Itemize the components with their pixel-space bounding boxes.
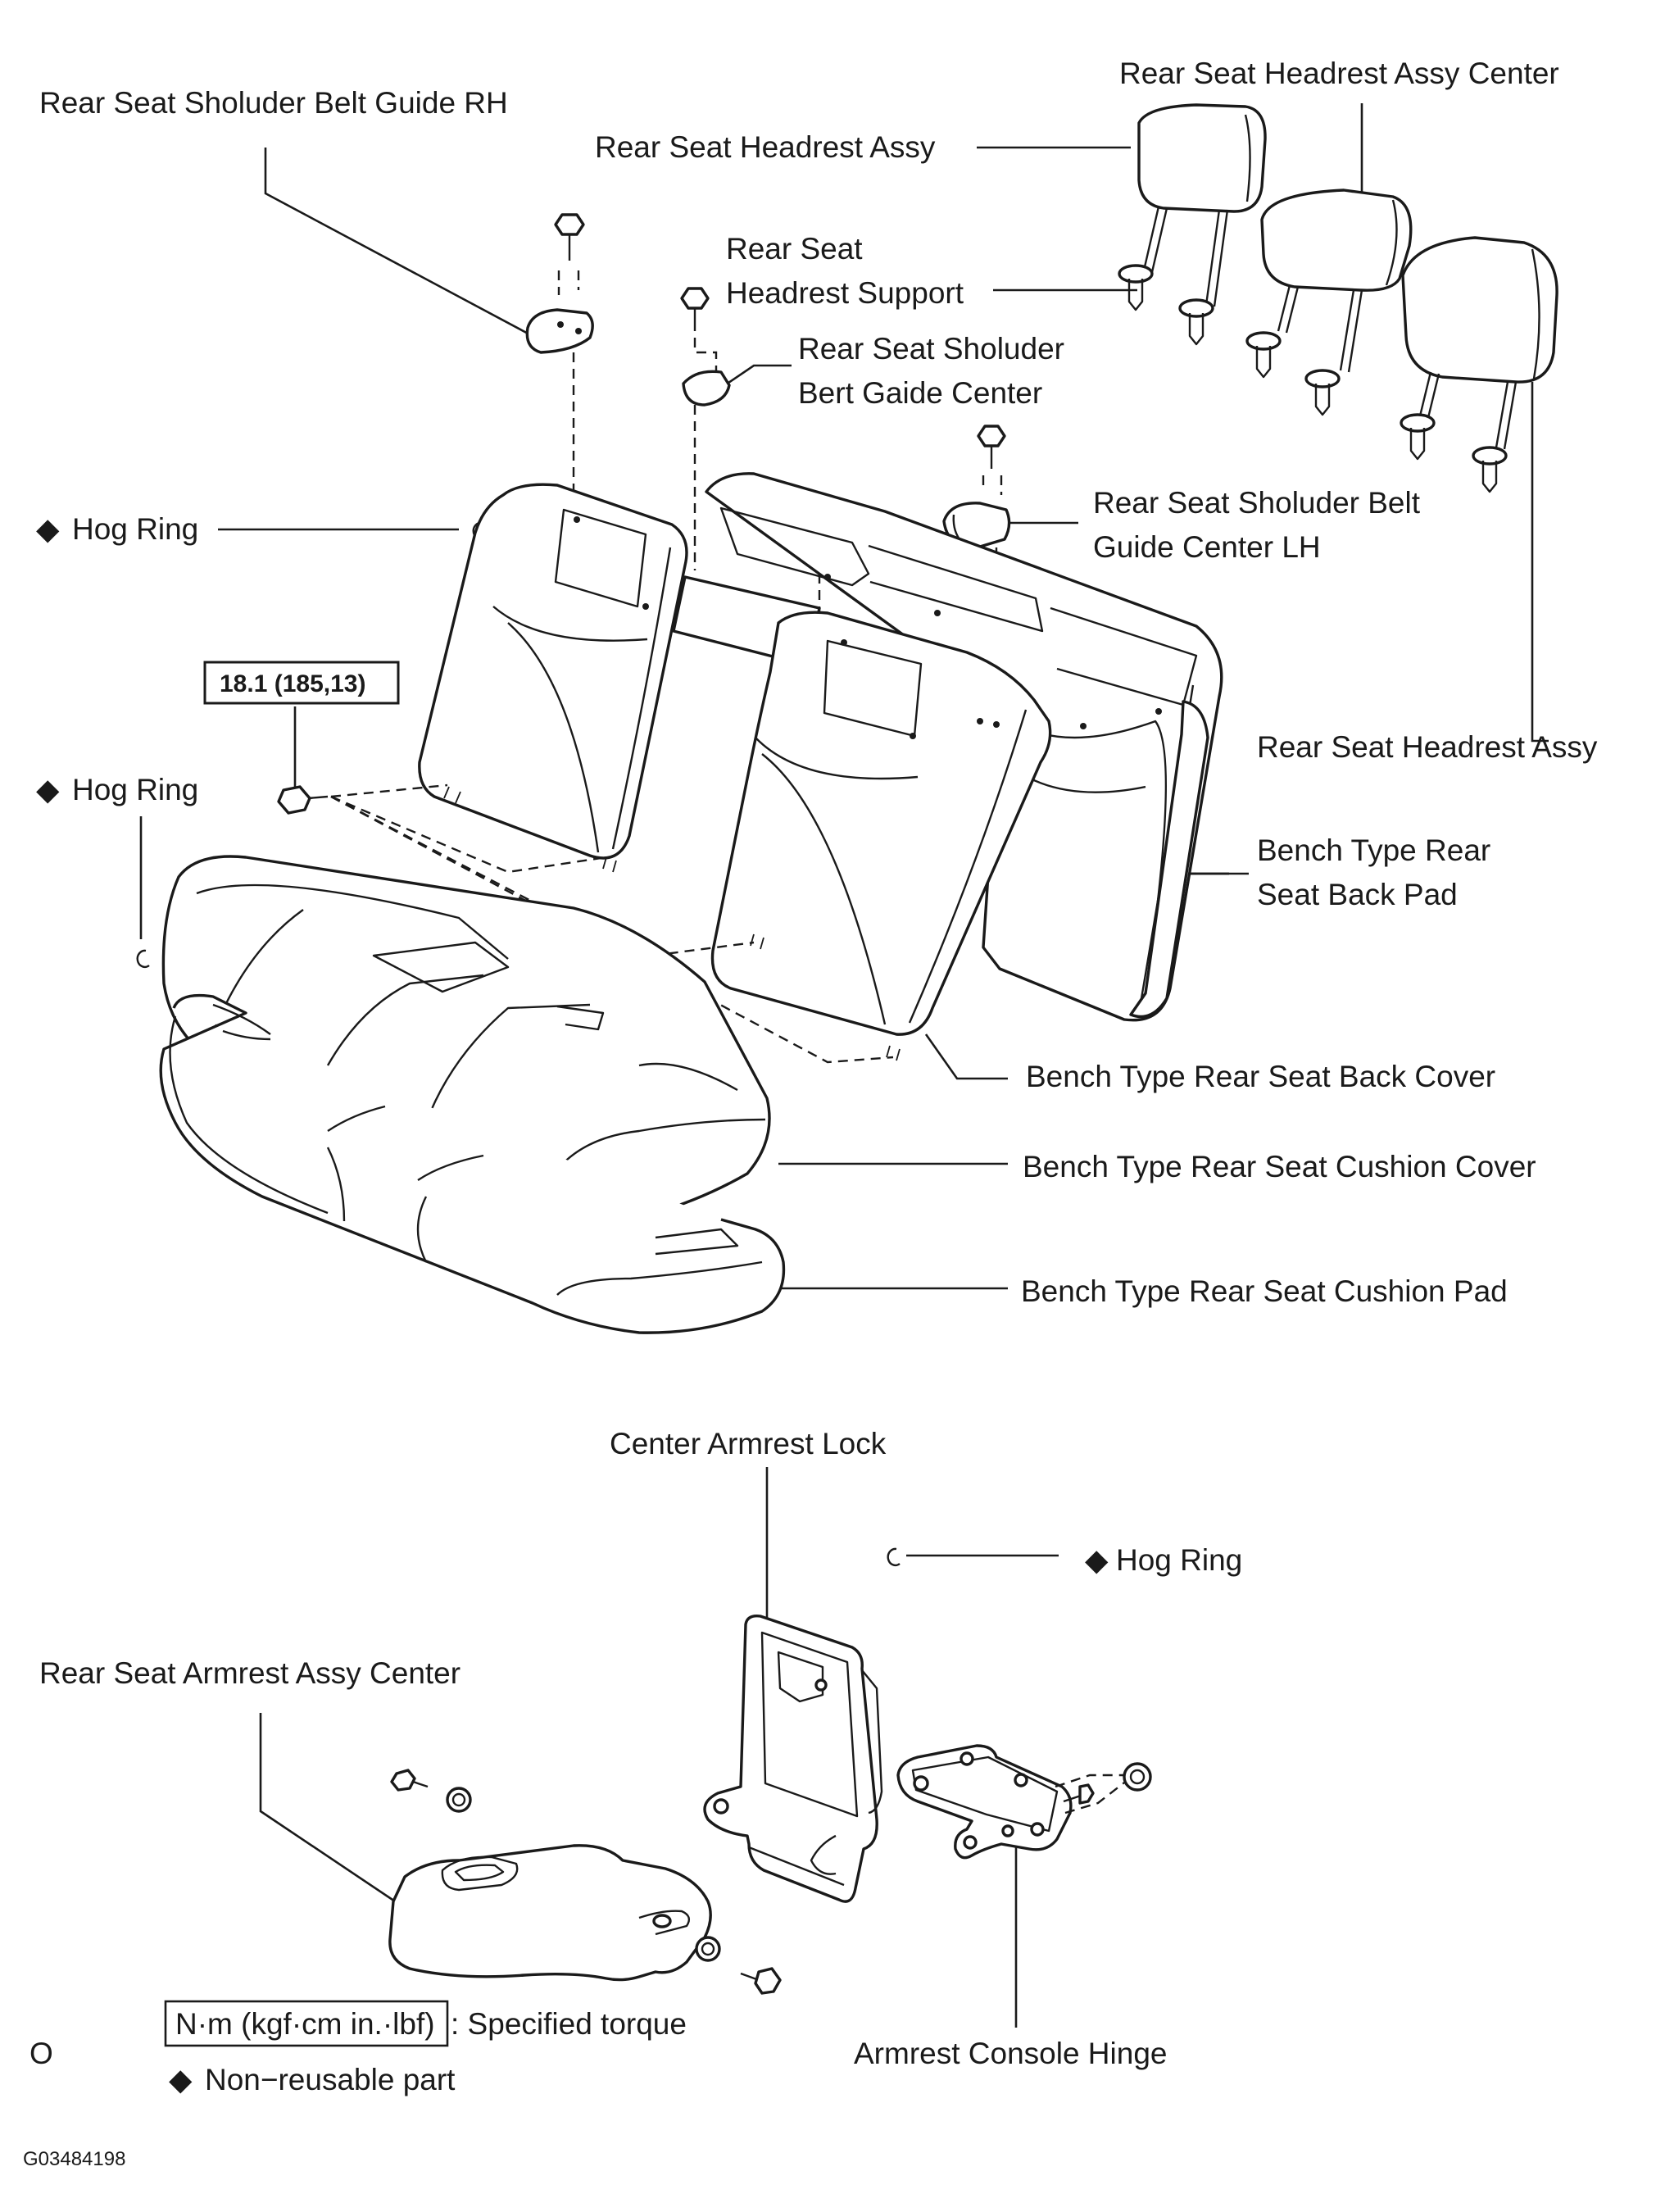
rear-seat-armrest-assy (388, 1844, 712, 1982)
clip-icon (1178, 298, 1214, 346)
hog-ring-label-1: ◆ Hog Ring (36, 512, 198, 546)
diamond-icon: ◆ (169, 2063, 193, 2096)
legend: N·m (kgf·cm in.·lbf) : Specified torque … (29, 2000, 687, 2096)
label-belt-guide-lh-1: Rear Seat Sholuder Belt (1093, 486, 1421, 520)
label-console-hinge: Armrest Console Hinge (854, 2037, 1167, 2070)
clip-icon (1472, 446, 1508, 493)
label-belt-guide-lh-2: Guide Center LH (1093, 530, 1321, 564)
label-hog-ring-3: Hog Ring (1116, 1543, 1242, 1577)
legend-torque-desc: : Specified torque (451, 2007, 687, 2041)
nut-icon (1123, 1762, 1152, 1792)
belt-guide-rh (525, 213, 594, 492)
seat-back-cover (418, 483, 1052, 1061)
headrest-center (1260, 188, 1413, 373)
clip-icon (1304, 369, 1341, 416)
label-armrest-lock: Center Armrest Lock (610, 1427, 887, 1460)
label-back-pad-2: Seat Back Pad (1257, 878, 1458, 911)
label-headrest-support-2: Headrest Support (726, 276, 964, 310)
label-belt-guide-center-1: Rear Seat Sholuder (798, 332, 1064, 366)
label-back-pad-1: Bench Type Rear (1257, 833, 1490, 867)
center-armrest-lock (703, 1615, 883, 1903)
stray-mark: O (29, 2037, 53, 2070)
hog-ring-label-3: ◆ Hog Ring (1085, 1543, 1242, 1577)
label-cushion-pad: Bench Type Rear Seat Cushion Pad (1021, 1274, 1508, 1308)
clip-icon (1245, 331, 1282, 379)
headrest-left (1137, 103, 1267, 307)
nut-icon (695, 1936, 721, 1962)
torque-spec-box: 18.1 (185,13) (203, 661, 400, 705)
label-belt-guide-center-2: Bert Gaide Center (798, 376, 1042, 410)
nut-icon (446, 1787, 472, 1813)
label-cushion-cover: Bench Type Rear Seat Cushion Cover (1023, 1150, 1536, 1183)
label-headrest-assy-left: Rear Seat Headrest Assy (595, 130, 936, 164)
headrest-supports (1118, 264, 1508, 493)
bolt-icon (554, 213, 585, 261)
legend-nonreusable: Non−reusable part (205, 2063, 456, 2096)
label-headrest-assy-center: Rear Seat Headrest Assy Center (1119, 57, 1559, 90)
torque-value: 18.1 (185,13) (220, 670, 365, 697)
seat-cushion-cover (161, 855, 771, 1220)
diamond-icon: ◆ (1085, 1543, 1109, 1577)
seat-back-pad (705, 472, 1223, 1022)
label-hog-ring-1: Hog Ring (72, 512, 198, 546)
bolt-icon (740, 1967, 782, 1995)
hog-ring-label-2: ◆ Hog Ring (36, 773, 198, 806)
legend-torque-unit: N·m (kgf·cm in.·lbf) (175, 2007, 435, 2041)
diamond-icon: ◆ (36, 773, 60, 806)
seat-cushion-pad (159, 993, 786, 1334)
bolt-icon (680, 287, 710, 331)
headrest-right (1401, 236, 1558, 450)
hinge-dashes (1055, 1774, 1128, 1815)
label-armrest-assy: Rear Seat Armrest Assy Center (39, 1656, 460, 1690)
hog-ring-icon (136, 949, 150, 969)
diamond-icon: ◆ (36, 512, 60, 546)
label-hog-ring-2: Hog Ring (72, 773, 198, 806)
label-headrest-assy-right: Rear Seat Headrest Assy (1257, 730, 1598, 764)
label-belt-guide-rh: Rear Seat Sholuder Belt Guide RH (39, 86, 508, 120)
bolt-icon (390, 1769, 429, 1792)
clip-icon (1400, 413, 1436, 461)
hog-ring-icon (887, 1547, 901, 1567)
bolt-icon (277, 785, 329, 815)
label-headrest-support-1: Rear Seat (726, 232, 863, 266)
clip-icon (1118, 264, 1154, 311)
belt-guide-center (680, 287, 731, 570)
figure-id: G03484198 (23, 2148, 125, 2170)
label-back-cover: Bench Type Rear Seat Back Cover (1026, 1060, 1495, 1093)
bolt-icon (1063, 1783, 1095, 1805)
bolt-icon (977, 425, 1006, 469)
armrest-console-hinge (896, 1744, 1073, 1860)
